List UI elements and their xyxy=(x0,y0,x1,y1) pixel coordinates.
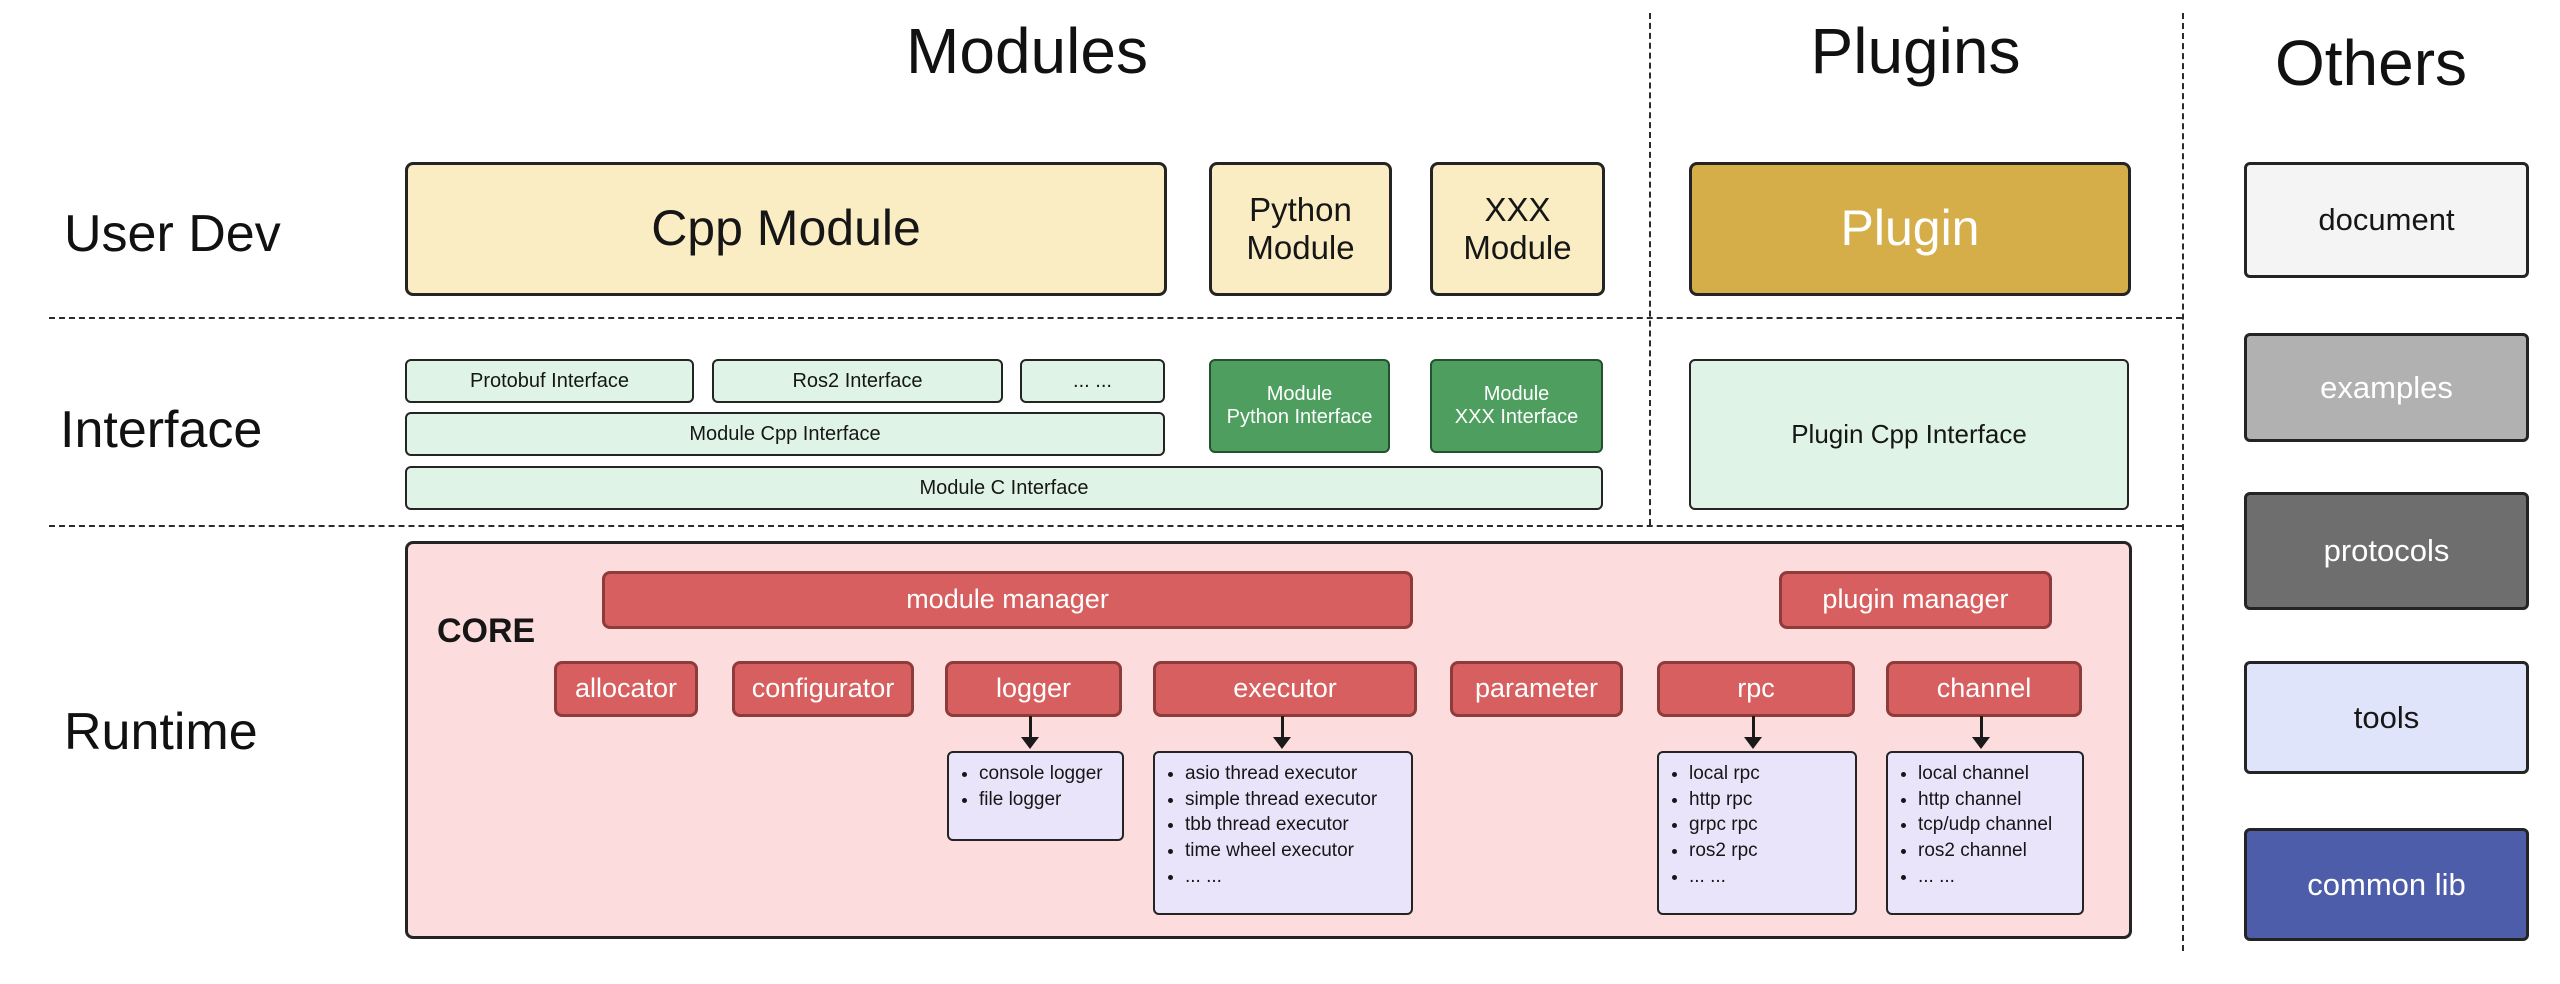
others-common-lib-box: common lib xyxy=(2244,828,2529,941)
row-label-user-dev: User Dev xyxy=(64,205,281,263)
list-item: local channel xyxy=(1918,761,2078,787)
list-item: tcp/udp channel xyxy=(1918,812,2078,838)
list-item: ... ... xyxy=(1918,864,2078,890)
executor-detail-box: asio thread executor simple thread execu… xyxy=(1153,751,1413,915)
rpc-detail-list: local rpc http rpc grpc rpc ros2 rpc ...… xyxy=(1659,761,1851,889)
others-examples-box: examples xyxy=(2244,333,2529,442)
parameter-box: parameter xyxy=(1450,661,1623,717)
arrow-stem xyxy=(1280,716,1284,737)
down-arrow-icon xyxy=(1972,716,1990,749)
arrow-head xyxy=(1744,737,1762,749)
userdev-interface-divider xyxy=(49,317,2182,319)
xxx-module-box: XXX Module xyxy=(1430,162,1605,296)
list-item: asio thread executor xyxy=(1185,761,1407,787)
list-item: local rpc xyxy=(1689,761,1851,787)
others-document-box: document xyxy=(2244,162,2529,278)
executor-box: executor xyxy=(1153,661,1417,717)
arrow-head xyxy=(1273,737,1291,749)
list-item: console logger xyxy=(979,761,1118,787)
down-arrow-icon xyxy=(1021,716,1039,749)
module-python-interface-box: Module Python Interface xyxy=(1209,359,1390,453)
core-label: CORE xyxy=(437,612,536,650)
arrow-stem xyxy=(1751,716,1755,737)
logger-detail-box: console logger file logger xyxy=(947,751,1124,841)
list-item: ros2 channel xyxy=(1918,838,2078,864)
list-item: grpc rpc xyxy=(1689,812,1851,838)
others-tools-box: tools xyxy=(2244,661,2529,774)
plugin-cpp-interface-box: Plugin Cpp Interface xyxy=(1689,359,2129,510)
list-item: tbb thread executor xyxy=(1185,812,1407,838)
arrow-head xyxy=(1021,737,1039,749)
others-column-header: Others xyxy=(2274,27,2468,99)
allocator-box: allocator xyxy=(554,661,698,717)
row-label-runtime: Runtime xyxy=(64,703,258,761)
modules-column-header: Modules xyxy=(906,15,1148,87)
arrow-head xyxy=(1972,737,1990,749)
list-item: time wheel executor xyxy=(1185,838,1407,864)
executor-detail-list: asio thread executor simple thread execu… xyxy=(1155,761,1407,889)
plugins-column-header: Plugins xyxy=(1810,15,2021,87)
arrow-stem xyxy=(1979,716,1983,737)
list-item: file logger xyxy=(979,787,1118,813)
list-item: ... ... xyxy=(1185,864,1407,890)
rpc-detail-box: local rpc http rpc grpc rpc ros2 rpc ...… xyxy=(1657,751,1857,915)
plugin-manager-box: plugin manager xyxy=(1779,571,2052,629)
more-interfaces-box: ... ... xyxy=(1020,359,1165,403)
plugin-box: Plugin xyxy=(1689,162,2131,296)
ros2-interface-box: Ros2 Interface xyxy=(712,359,1003,403)
python-module-box: Python Module xyxy=(1209,162,1392,296)
module-xxx-interface-box: Module XXX Interface xyxy=(1430,359,1603,453)
module-manager-box: module manager xyxy=(602,571,1413,629)
channel-box: channel xyxy=(1886,661,2082,717)
configurator-box: configurator xyxy=(732,661,914,717)
module-c-interface-box: Module C Interface xyxy=(405,466,1603,510)
list-item: ... ... xyxy=(1689,864,1851,890)
protobuf-interface-box: Protobuf Interface xyxy=(405,359,694,403)
down-arrow-icon xyxy=(1744,716,1762,749)
channel-detail-list: local channel http channel tcp/udp chann… xyxy=(1888,761,2078,889)
list-item: http channel xyxy=(1918,787,2078,813)
logger-box: logger xyxy=(945,661,1122,717)
logger-detail-list: console logger file logger xyxy=(949,761,1118,812)
row-label-interface: Interface xyxy=(60,401,263,459)
arrow-stem xyxy=(1028,716,1032,737)
module-cpp-interface-box: Module Cpp Interface xyxy=(405,412,1165,456)
plugins-others-divider xyxy=(2182,13,2184,951)
list-item: simple thread executor xyxy=(1185,787,1407,813)
rpc-box: rpc xyxy=(1657,661,1855,717)
interface-runtime-divider xyxy=(49,525,2182,527)
down-arrow-icon xyxy=(1273,716,1291,749)
others-protocols-box: protocols xyxy=(2244,492,2529,610)
channel-detail-box: local channel http channel tcp/udp chann… xyxy=(1886,751,2084,915)
cpp-module-box: Cpp Module xyxy=(405,162,1167,296)
list-item: ros2 rpc xyxy=(1689,838,1851,864)
modules-plugins-divider xyxy=(1649,13,1651,525)
list-item: http rpc xyxy=(1689,787,1851,813)
